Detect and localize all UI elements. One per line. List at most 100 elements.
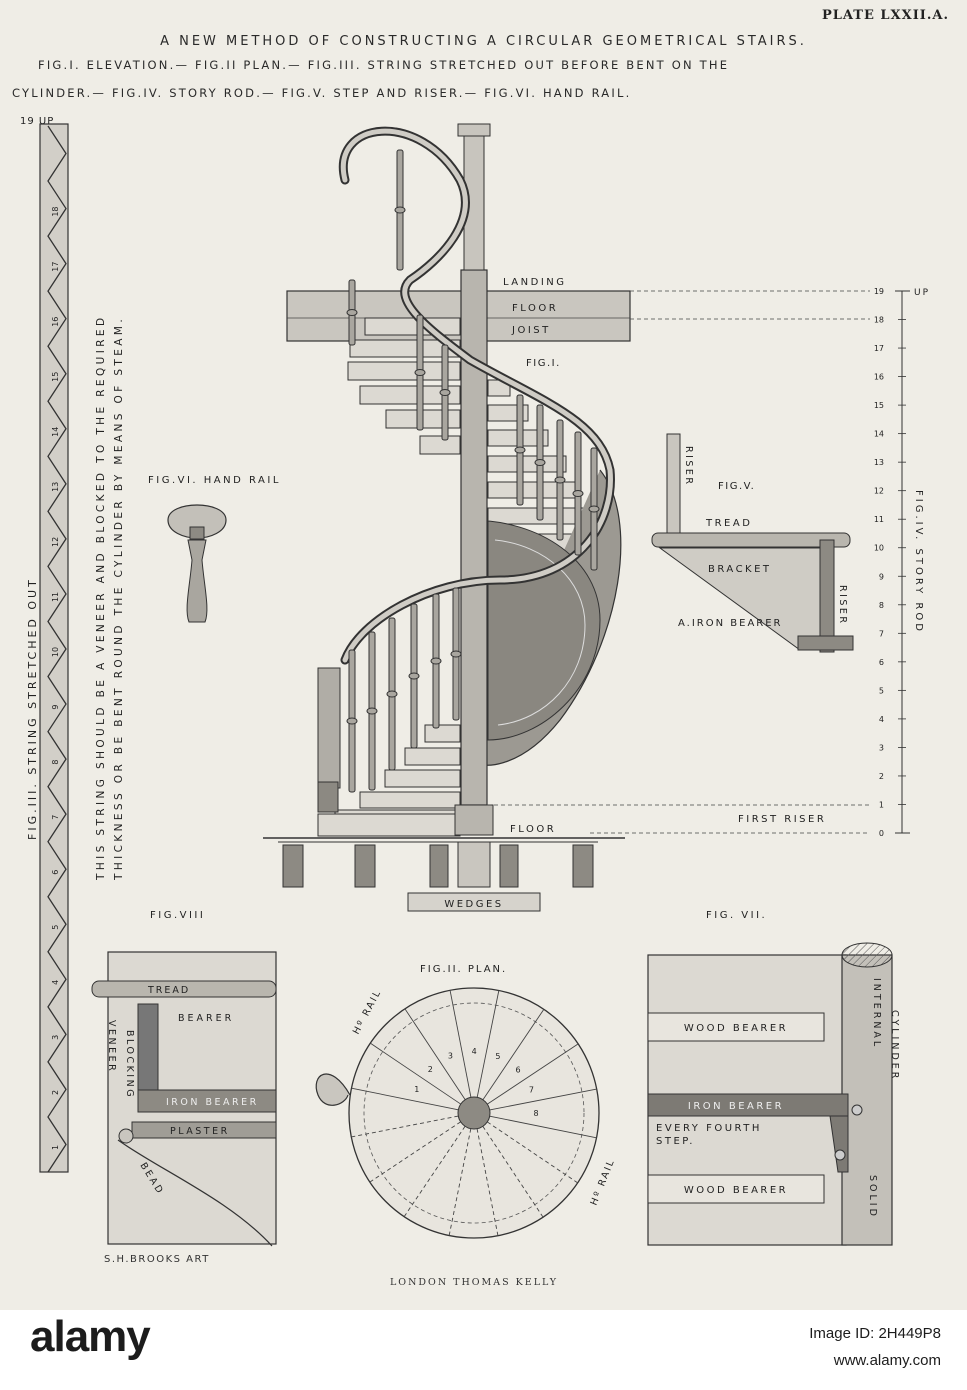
figures-line-1: FIG.I. ELEVATION.— FIG.II PLAN.— FIG.III… (38, 58, 730, 72)
fig4-numbers: 0 1 2 3 4 5 6 7 8 9 10 11 12 13 14 15 16… (874, 287, 906, 838)
fig2-newel (457, 1096, 491, 1130)
fig3-step-number: 16 (51, 317, 60, 327)
fig4-number: 10 (874, 544, 884, 553)
figures-line-2: CYLINDER.— FIG.IV. STORY ROD.— FIG.V. ST… (12, 86, 632, 100)
fig3-step-notches (47, 125, 67, 1173)
fig2-step-number: 6 (515, 1065, 520, 1074)
fig3-step-number: 6 (51, 870, 60, 875)
fig2-step-number: 7 (529, 1085, 534, 1094)
fig1-baluster-knop (514, 446, 526, 454)
fig1-balusters (326, 149, 600, 793)
fig8-tread-label: TREAD (147, 985, 190, 996)
fig2-step-line (370, 1042, 461, 1105)
fig1-baluster-knop (346, 309, 358, 316)
fig7-every-line2: STEP. (656, 1136, 695, 1147)
fig4-number: 13 (874, 458, 884, 467)
fig2-step-number: 8 (533, 1109, 538, 1118)
fig3-step-number: 10 (51, 647, 60, 657)
fig2-step-line (487, 1043, 579, 1105)
fig3-note-line1: THIS STRING SHOULD BE A VENEER AND BLOCK… (95, 315, 107, 881)
fig3-string-stretched-out: 19 UP 1 2 3 4 5 6 7 8 9 10 11 12 13 14 1… (20, 116, 125, 1173)
fig4-number: 11 (874, 515, 884, 524)
fig4-number: 19 (874, 287, 884, 296)
fig1-first-riser-label: FIRST RISER (738, 814, 826, 825)
fig5-tread-label: TREAD (705, 518, 752, 529)
fig1-baluster-knop (394, 206, 406, 214)
fig4-number: 5 (879, 686, 884, 695)
fig4-number: 16 (874, 373, 884, 382)
fig1-newel-post (460, 269, 488, 806)
fig2-step-number: 2 (428, 1065, 433, 1074)
fig7-label: FIG. VII. (706, 910, 767, 921)
fig4-number: 12 (874, 487, 884, 496)
fig4-number: 7 (879, 629, 884, 638)
fig4-label: FIG.IV. STORY ROD (913, 490, 924, 634)
fig1-baluster-knop (414, 369, 426, 376)
fig2-step-line (476, 990, 500, 1098)
fig2-label: FIG.II. PLAN. (420, 964, 507, 975)
fig4-number: 15 (874, 401, 884, 410)
fig8-label: FIG.VIII (150, 910, 205, 921)
fig4-number: 2 (879, 772, 884, 781)
stock-logo: alamy (30, 1312, 151, 1361)
fig4-number: 14 (874, 430, 884, 439)
fig6-hand-rail: FIG.VI. HAND RAIL (148, 475, 281, 623)
fig3-step-number: 12 (51, 537, 60, 547)
fig1-landing-label: LANDING (503, 277, 567, 288)
fig7-wood-bearer-top-label: WOOD BEARER (684, 1023, 788, 1034)
fig4-story-rod: UP 0 1 2 3 4 5 6 7 8 9 10 11 12 13 14 15… (874, 287, 928, 838)
fig7-solid-label: SOLID (867, 1175, 878, 1219)
fig1-baluster-knop (588, 505, 600, 513)
fig3-step-number: 9 (51, 705, 60, 710)
fig2-step-number: 3 (448, 1052, 453, 1061)
publisher-credit: LONDON THOMAS KELLY (390, 1277, 558, 1288)
fig7-wood-bearer-bottom-label: WOOD BEARER (684, 1185, 788, 1196)
engraving-plate: 19 UP 1 2 3 4 5 6 7 8 9 10 11 12 13 14 1… (0, 0, 967, 1310)
fig1-wedges-label: WEDGES (444, 899, 503, 910)
fig2-step-line (449, 990, 472, 1098)
fig2-plan: FIG.II. PLAN. 1 2 3 4 5 6 7 8 Hº RAIL Hº… (315, 964, 617, 1239)
stock-url[interactable]: www.alamy.com (833, 1352, 941, 1369)
fig5-riser-side-label: RISER (837, 585, 848, 626)
fig6-label: FIG.VI. HAND RAIL (148, 475, 281, 486)
fig8-blocking-label: BLOCKING (124, 1030, 135, 1099)
fig3-top-label: 19 UP (20, 116, 54, 127)
fig5-step-and-riser: RISER FIG.V. TREAD BRACKET RISER A.IRON … (651, 433, 854, 653)
fig3-step-number: 5 (51, 925, 60, 930)
fig4-number: 3 (879, 743, 884, 752)
fig1-label: FIG.I. (526, 358, 561, 369)
fig3-note-line2: THICKNESS OR BE BENT ROUND THE CYLINDER … (113, 316, 125, 881)
fig4-number: 8 (879, 601, 884, 610)
fig7-internal-label: INTERNAL (871, 978, 882, 1049)
fig4-number: 18 (874, 316, 884, 325)
plate-drawing: 19 UP 1 2 3 4 5 6 7 8 9 10 11 12 13 14 1… (20, 116, 928, 1288)
stock-image-id: Image ID: 2H449P8 (809, 1325, 941, 1342)
fig2-step-line (482, 1009, 545, 1100)
fig7-cylinder-label: CYLINDER (889, 1010, 900, 1081)
fig3-step-number: 8 (51, 760, 60, 765)
fig2-step-number: 1 (414, 1085, 419, 1094)
fig1-baluster-knop (408, 672, 420, 680)
fig1-baluster-knop (450, 650, 462, 658)
plate-number: PLATE LXXII.A. (821, 8, 949, 23)
fig3-step-number: 14 (51, 427, 60, 437)
fig4-number: 6 (879, 658, 884, 667)
fig1-baluster-knop (366, 707, 378, 715)
fig8-iron-bearer-label: IRON BEARER (166, 1097, 259, 1108)
fig1-baluster-knop (386, 690, 398, 698)
fig7-every-line1: EVERY FOURTH (656, 1123, 762, 1134)
fig4-number: 4 (879, 715, 884, 724)
fig1-baluster-knop (534, 459, 546, 466)
fig2-step-lines (351, 990, 597, 1236)
fig3-step-number: 17 (51, 262, 60, 272)
fig1-joist-label: JOIST (511, 325, 551, 336)
fig5-label: FIG.V. (718, 481, 755, 492)
fig5-bracket-label: BRACKET (708, 564, 772, 575)
fig1-baluster-knop (430, 657, 442, 665)
fig2-step-number: 4 (472, 1047, 477, 1056)
fig4-number: 1 (879, 800, 884, 809)
fig2-step-line (404, 1008, 466, 1100)
fig8-veneer-label: VENEER (106, 1020, 117, 1073)
fig3-step-numbers: 1 2 3 4 5 6 7 8 9 10 11 12 13 14 15 16 1… (51, 206, 60, 1150)
fig5-riser-top-label: RISER (683, 446, 694, 487)
